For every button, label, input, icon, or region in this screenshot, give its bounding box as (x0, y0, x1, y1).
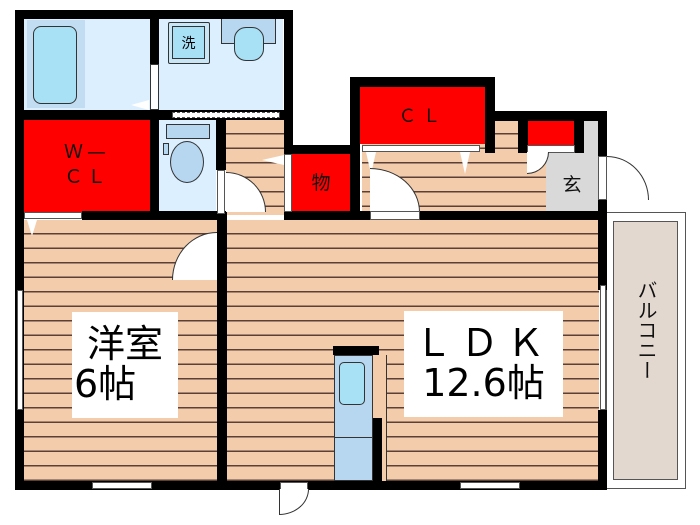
balcony-label: バルコニー (634, 280, 658, 380)
western-room-window[interactable] (17, 290, 23, 410)
door-arrow-icon (366, 152, 376, 174)
wall (150, 10, 159, 65)
wall (598, 200, 607, 290)
kitchen-wall (333, 346, 379, 355)
wall (284, 145, 360, 154)
wall (216, 120, 226, 170)
kitchen-counter-divider (334, 437, 373, 438)
toilet-bowl[interactable] (170, 141, 204, 183)
storage-closet[interactable] (292, 154, 350, 212)
washer-label: 洗 (172, 26, 205, 59)
entrance-label: 玄 (562, 174, 582, 196)
closet[interactable] (360, 87, 485, 144)
wall (15, 10, 24, 490)
walk-in-closet[interactable] (24, 120, 150, 212)
wall (150, 110, 159, 220)
wall (284, 211, 607, 220)
wall (598, 410, 607, 490)
door-arrow-icon (262, 155, 284, 165)
ldk-bottom-door-swing (279, 489, 309, 515)
walk-in-closet-label-line2: ＣＬ (63, 165, 110, 188)
storage-door[interactable] (284, 154, 292, 212)
hallway-floor (226, 120, 285, 215)
door-arrow-icon (27, 220, 37, 236)
wash-basin[interactable] (234, 27, 264, 61)
wall (284, 10, 293, 154)
walk-in-closet-door[interactable] (24, 212, 82, 219)
wall (574, 111, 584, 153)
front-door[interactable] (598, 156, 607, 200)
washroom-sliding-door[interactable] (172, 112, 280, 118)
ldk-balcony-window[interactable] (600, 285, 606, 410)
closet-door[interactable] (362, 145, 480, 152)
storage-label: 物 (311, 172, 331, 194)
wall (350, 77, 495, 87)
walk-in-closet-label-line1: Ｗ— (63, 141, 110, 163)
shoe-closet-door[interactable] (527, 145, 575, 153)
balcony-floor (613, 221, 678, 480)
kitchen-sink[interactable] (339, 362, 365, 405)
western-room-label: 洋室 6帖 (72, 312, 178, 418)
door-arrow-icon (131, 100, 149, 110)
front-door-swing (607, 156, 649, 200)
ldk-label: ＬＤＫ 12.6帖 (404, 311, 563, 417)
wall (82, 211, 227, 220)
kitchen-wall (373, 418, 382, 481)
wall (598, 111, 607, 156)
wall (518, 111, 528, 153)
western-room-bottom-window[interactable] (92, 482, 152, 489)
western-room-name: 洋室 (86, 322, 163, 367)
toilet-tank (166, 124, 210, 139)
ldk-bottom-window[interactable] (460, 482, 520, 489)
shoe-closet[interactable] (528, 121, 574, 145)
wall (485, 77, 495, 153)
wall (495, 111, 607, 121)
door-arrow-icon (460, 152, 470, 174)
corridor-door-threshold (370, 211, 420, 220)
western-room-size: 6帖 (74, 362, 137, 406)
washing-machine[interactable]: 洗 (168, 22, 210, 64)
wall (217, 211, 227, 489)
toilet-door[interactable] (217, 170, 225, 214)
ldk-name: ＬＤＫ (414, 321, 553, 366)
walk-in-closet-label: Ｗ— ＣＬ (24, 140, 150, 189)
wall (15, 481, 607, 490)
ldk-size: 12.6帖 (422, 361, 545, 405)
closet-label: ＣＬ (398, 106, 447, 127)
bathroom-door[interactable] (150, 64, 159, 110)
toilet-paper-holder (163, 143, 169, 155)
bathtub-basin (33, 26, 77, 104)
